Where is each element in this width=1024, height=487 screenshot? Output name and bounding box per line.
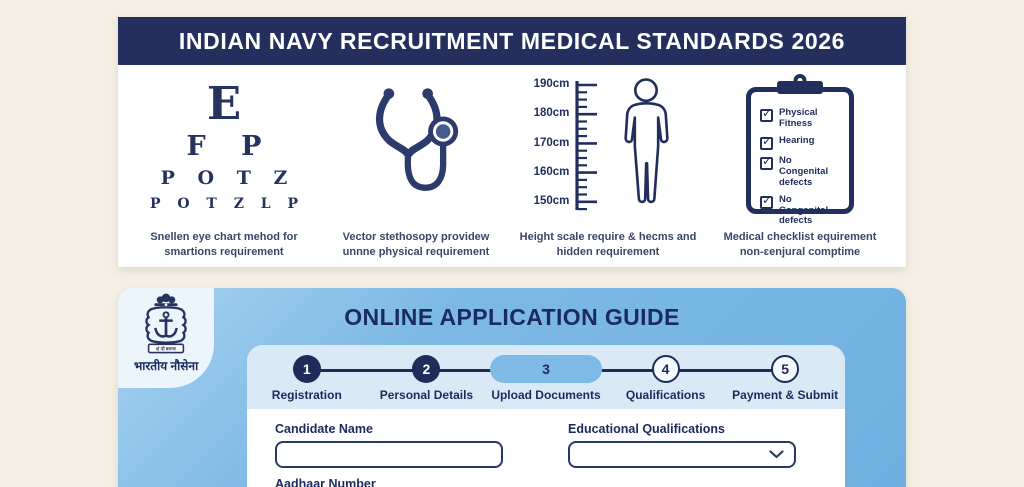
step-registration: 1 Registration [247,355,367,402]
card-title: INDIAN NAVY RECRUITMENT MEDICAL STANDARD… [178,27,846,54]
person-outline-icon [624,77,670,203]
checklist-row: Physical Fitness [760,106,843,130]
navy-name-hindi: भारतीय नौसेना [133,359,199,373]
step-2-marker[interactable]: 2 [412,355,441,383]
card-header: INDIAN NAVY RECRUITMENT MEDICAL STANDARD… [118,17,906,65]
step-upload-documents: 3 Upload Documents [486,355,606,402]
candidate-name-label: Candidate Name [275,422,373,436]
checklist-row: Hearing [760,134,843,150]
ruler-icon [575,80,598,210]
application-form: Candidate Name Aadhaar Number Educationa… [247,409,845,487]
clipboard-clip-icon [777,81,823,94]
height-caption: Height scale require & hecms and hidden … [519,231,697,258]
eyechart-row-1: E [206,77,242,130]
guide-title: ONLINE APPLICATION GUIDE [344,304,680,330]
checkbox-checked-icon [760,154,773,170]
checklist-standard-item: Physical Fitness Hearing No Congenital d… [704,74,896,259]
icons-row: E F P P O T Z P O T Z L P Snellen eye ch… [118,65,906,259]
educational-qualifications-label: Educational Qualifications [568,422,725,436]
medical-standards-card: INDIAN NAVY RECRUITMENT MEDICAL STANDARD… [118,17,906,267]
navy-crest-icon: शं नो वरुणः [145,293,187,354]
eyechart-row-4: P O T Z L P [149,196,305,212]
checklist-row: No Congenital defects [760,154,843,189]
medical-checklist-icon: Physical Fitness Hearing No Congenital d… [746,74,854,226]
vision-caption: Snellen eye chart mehod for smartions re… [150,231,298,258]
step-5-marker[interactable]: 5 [771,355,800,383]
step-personal-details: 2 Personal Details [367,355,487,402]
steps-section: 1 Registration 2 Personal Details 3 Uplo… [247,345,845,409]
height-tick-labels: 190cm 180cm 170cm 160cm 150cm [533,78,570,207]
height-scale-icon: 190cm 180cm 170cm 160cm 150cm [534,77,683,215]
checklist-row: No Congenital defects [760,193,843,228]
clipboard: Physical Fitness Hearing No Congenital d… [746,87,854,226]
aadhaar-number-label: Aadhaar Number [275,477,376,487]
step-payment-submit: 5 Payment & Submit [725,355,845,402]
step-1-marker[interactable]: 1 [292,355,321,383]
stethoscope-icon [353,77,479,215]
step-3-marker[interactable]: 3 [489,355,602,383]
checkbox-checked-icon [760,134,773,150]
step-4-marker[interactable]: 4 [651,355,680,383]
vision-standard-item: E F P P O T Z P O T Z L P Snellen eye ch… [128,77,320,259]
step-qualifications: 4 Qualifications [606,355,726,402]
checkbox-checked-icon [760,106,773,122]
application-panel: 1 Registration 2 Personal Details 3 Uplo… [247,345,845,487]
checkbox-checked-icon [760,193,773,209]
eyechart-row-3: P O T Z [160,167,296,189]
physical-caption: Vector stethosopy providew unnne physica… [342,231,490,258]
navy-motto: शं नो वरुणः [156,346,177,353]
online-application-guide-card: शं नो वरुणः भारतीय नौसेना ONLINE APPLICA… [118,288,906,487]
physical-standard-item: Vector stethosopy providew unnne physica… [320,77,512,259]
indian-navy-emblem: शं नो वरुणः भारतीय नौसेना [118,288,214,388]
candidate-name-input[interactable] [275,441,503,468]
chevron-down-icon [769,450,784,459]
educational-qualifications-select[interactable] [568,441,796,468]
snellen-eye-chart-icon: E F P P O T Z P O T Z L P [144,77,304,215]
eyechart-row-2: F P [186,131,275,162]
checklist-caption: Medical checklist equirement non-ɛenjura… [723,231,877,258]
height-standard-item: 190cm 180cm 170cm 160cm 150cm [512,77,704,259]
